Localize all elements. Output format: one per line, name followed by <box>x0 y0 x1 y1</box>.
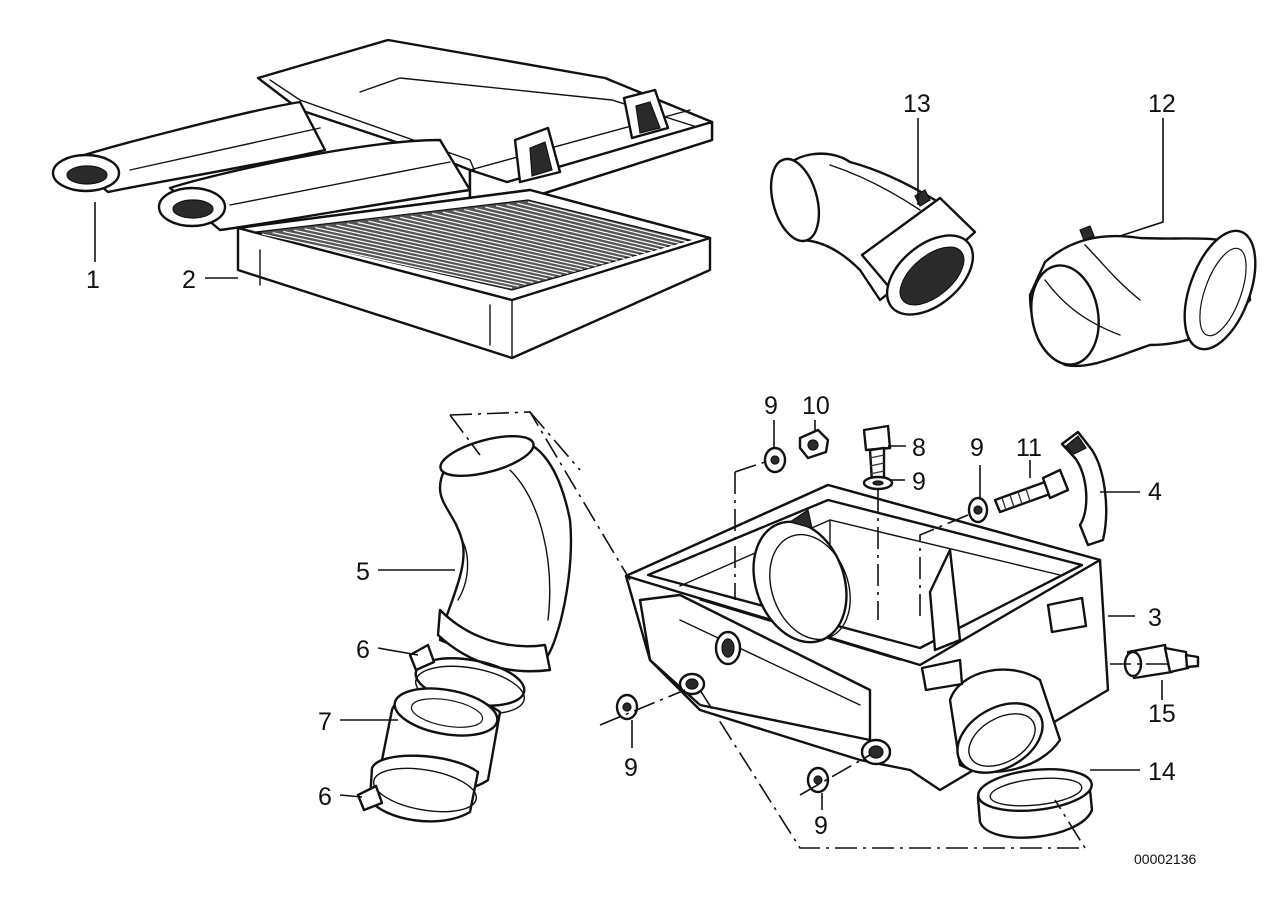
filter-pleat <box>272 232 520 287</box>
filter-pleat <box>389 218 597 267</box>
filter-pleat <box>421 214 618 261</box>
screw[interactable] <box>993 468 1070 514</box>
filter-pleat <box>336 224 562 276</box>
filter-pleat <box>517 202 682 245</box>
callout-8: 8 <box>912 434 926 462</box>
filter-pleat <box>432 212 625 260</box>
nut[interactable] <box>798 428 830 460</box>
elbow-left[interactable] <box>763 152 988 330</box>
assembly-lines <box>449 411 1168 849</box>
washer[interactable] <box>615 693 639 721</box>
filter-pleat <box>453 210 639 256</box>
filter-pleat <box>304 228 541 282</box>
callout-1: 1 <box>86 266 100 294</box>
filter-pleat <box>261 233 513 289</box>
callout-9-bolt: 9 <box>912 468 926 496</box>
clip[interactable] <box>1060 430 1108 547</box>
filter-pleat <box>464 209 646 254</box>
callout-3: 3 <box>1148 604 1162 632</box>
callout-14: 14 <box>1148 758 1176 786</box>
filter-pleat <box>400 216 604 265</box>
filter-pleat <box>357 221 576 273</box>
callout-15: 15 <box>1148 700 1176 728</box>
filter-pleat <box>506 203 675 247</box>
filter-pleat <box>410 215 611 263</box>
diagram-number: 00002136 <box>1134 851 1197 867</box>
filter-pleat <box>442 211 632 258</box>
filter-pleat <box>346 223 569 274</box>
bolt[interactable] <box>862 424 892 484</box>
washer[interactable] <box>862 475 894 491</box>
filter-pleat <box>283 230 527 285</box>
callout-2: 2 <box>182 266 196 294</box>
callouts: 1 2 3 4 5 6 6 7 8 9 9 9 9 9 10 11 12 13 … <box>86 90 1176 840</box>
filter-housing[interactable] <box>624 483 1110 792</box>
filter-pleat <box>495 205 668 249</box>
callout-10: 10 <box>802 392 830 420</box>
callout-9-left: 9 <box>624 754 638 782</box>
filter-pleat <box>315 227 548 280</box>
filter-pleat <box>368 220 583 271</box>
callout-6-lower: 6 <box>318 783 332 811</box>
filter-pleat <box>378 219 590 269</box>
filter-pleat <box>293 229 534 284</box>
filter-pleat <box>474 207 653 252</box>
air-filter-cover[interactable] <box>51 38 714 232</box>
callout-5: 5 <box>356 558 370 586</box>
callout-9-nut: 9 <box>764 392 778 420</box>
elbow-right[interactable] <box>1024 221 1270 369</box>
callout-7: 7 <box>318 708 332 736</box>
filter-pleat <box>325 225 555 278</box>
callout-6-upper: 6 <box>356 636 370 664</box>
temperature-sensor[interactable] <box>1123 643 1200 680</box>
intake-hose[interactable] <box>436 428 573 673</box>
callout-9-bottom: 9 <box>814 812 828 840</box>
rubber-ring[interactable] <box>976 764 1094 839</box>
callout-11: 11 <box>1016 434 1042 462</box>
callout-9-screw: 9 <box>970 434 984 462</box>
washers[interactable] <box>615 446 989 794</box>
callout-4: 4 <box>1148 478 1162 506</box>
callout-13: 13 <box>903 90 931 118</box>
hose-clamp-lower[interactable] <box>356 754 480 823</box>
washer[interactable] <box>763 446 787 474</box>
filter-element[interactable] <box>236 188 712 360</box>
leader-lines <box>94 118 1164 810</box>
filter-pleat <box>485 206 660 250</box>
washer[interactable] <box>967 496 989 524</box>
callout-12: 12 <box>1148 90 1176 118</box>
filter-pleat <box>527 201 689 243</box>
washer[interactable] <box>806 766 830 794</box>
